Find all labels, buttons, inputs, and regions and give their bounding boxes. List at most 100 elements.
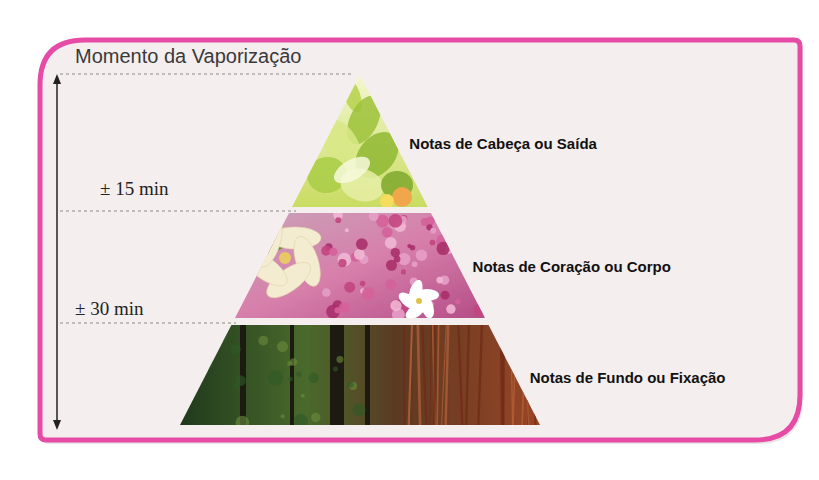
diagram-title: Momento da Vaporização (75, 45, 301, 68)
foliage (236, 416, 250, 430)
bark-line (500, 325, 504, 425)
foliage (293, 414, 307, 428)
foliage (233, 384, 238, 389)
blossom (430, 228, 436, 234)
bark-line (403, 325, 405, 425)
flower-heart (416, 298, 422, 304)
band-ground (180, 325, 540, 425)
blossom (421, 218, 429, 226)
band-picture (175, 318, 540, 429)
time-axis (56, 82, 58, 422)
blossom (477, 274, 489, 286)
dashed-guide (60, 323, 236, 324)
foliage (311, 413, 320, 422)
pink-frame (40, 40, 800, 440)
leaf (330, 151, 375, 188)
blossom (455, 299, 460, 304)
bark-line (524, 325, 528, 425)
foliage (281, 414, 285, 418)
bark-line (513, 325, 516, 425)
foliage (230, 344, 240, 354)
blossom (390, 300, 401, 311)
blossom (430, 240, 436, 246)
blossom (344, 282, 355, 293)
bark-line (409, 325, 412, 425)
blossom (322, 288, 331, 297)
dashed-guide (60, 211, 296, 212)
foliage (203, 318, 217, 332)
foliage (195, 357, 209, 371)
blossom (386, 260, 397, 271)
foliage (268, 370, 283, 385)
tree-trunk (290, 325, 294, 425)
blossom (339, 302, 350, 313)
foliage (258, 336, 268, 346)
blossom (385, 237, 397, 249)
tree-trunk (240, 325, 246, 425)
time-label: ± 15 min (100, 178, 169, 200)
blossom (382, 227, 393, 238)
bark-line (458, 325, 462, 425)
band-ground (292, 75, 428, 207)
blossom (446, 304, 455, 313)
blossom (441, 291, 450, 300)
blossom (474, 243, 482, 251)
band-shape (292, 75, 428, 207)
blossom (463, 259, 469, 265)
band-label: Notas de Cabeça ou Saída (409, 135, 597, 152)
blossom (386, 279, 396, 289)
blossom (335, 217, 341, 223)
foliage (309, 373, 319, 383)
blossom (338, 253, 352, 267)
blossom (481, 279, 487, 285)
foliage (220, 333, 228, 341)
band-shape (180, 325, 540, 425)
arrow-head (53, 420, 61, 430)
foliage (191, 351, 200, 360)
pyramid-band: Notas de Coração ou Corpo (235, 213, 485, 318)
bark-line (446, 325, 449, 425)
blossom (362, 287, 375, 300)
foliage (301, 394, 305, 398)
blossom (356, 238, 368, 250)
blossom (474, 304, 487, 317)
bark-line (437, 325, 438, 425)
blossom (354, 249, 365, 260)
bark-line (433, 325, 435, 425)
foliage (336, 356, 343, 363)
bark-line (430, 325, 431, 425)
bark-line (409, 325, 412, 425)
foliage (348, 382, 354, 388)
band-label: Notas de Fundo ou Fixação (530, 369, 726, 386)
blossom (329, 247, 338, 256)
band-shape (235, 213, 485, 318)
bark-line (466, 325, 469, 425)
bark-line (511, 325, 513, 425)
petal (238, 244, 293, 292)
bark-line (502, 325, 505, 425)
blossom (437, 242, 450, 255)
bark-line (422, 325, 426, 425)
bark-line (522, 325, 526, 425)
foliage (296, 372, 301, 377)
band-picture (235, 211, 489, 323)
bark-line (433, 325, 436, 425)
blossom (412, 261, 418, 267)
blossom (360, 281, 366, 287)
blossom (369, 211, 379, 221)
foliage (333, 367, 338, 372)
blossom (401, 269, 406, 274)
blossom (416, 249, 428, 261)
foliage (288, 377, 293, 382)
blossom (407, 244, 411, 248)
time-label: ± 30 min (75, 298, 144, 320)
foliage (290, 358, 298, 366)
dashed-guide (60, 74, 354, 75)
blossom (456, 229, 460, 233)
blossom (389, 214, 403, 228)
foliage (178, 384, 183, 389)
pyramid-band: Notas de Fundo ou Fixação (180, 325, 540, 425)
citrus (392, 187, 412, 207)
blossom (391, 248, 400, 257)
